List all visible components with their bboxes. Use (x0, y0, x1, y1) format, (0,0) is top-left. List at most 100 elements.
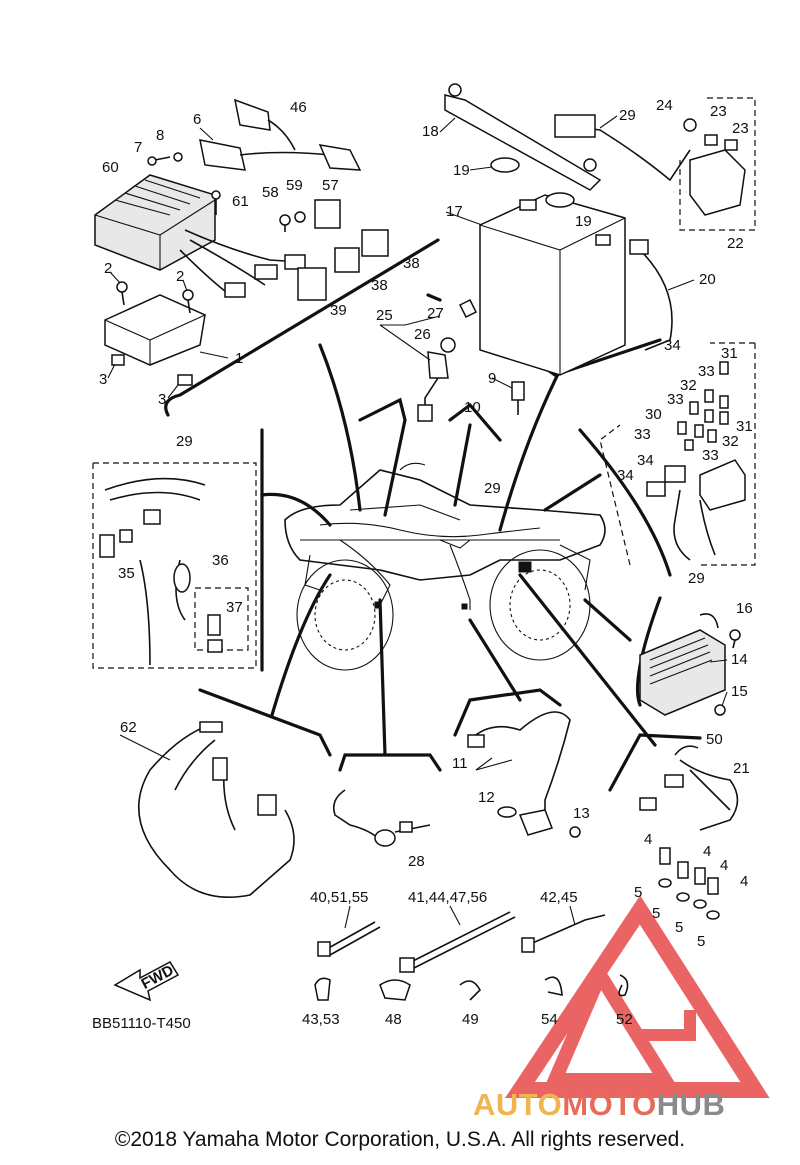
callout-22: 22 (727, 235, 744, 252)
callout-41-44-47-56: 41,44,47,56 (408, 889, 487, 906)
callout-11: 11 (452, 755, 468, 772)
main-switch (417, 298, 478, 422)
callout-4b: 4 (703, 843, 711, 860)
callout-37: 37 (226, 599, 243, 616)
callout-2b: 2 (176, 268, 184, 285)
copyright-notice: ©2018 Yamaha Motor Corporation, U.S.A. A… (114, 1128, 686, 1151)
callout-58: 58 (262, 184, 279, 201)
watermark-triangle-outer (505, 895, 770, 1098)
callout-32a: 32 (680, 377, 697, 394)
inset-parts (99, 477, 223, 666)
callout-25: 25 (376, 307, 393, 324)
watermark-hub: HUB (657, 1087, 726, 1122)
callout-42-45: 42,45 (540, 889, 578, 906)
callout-29c: 29 (484, 480, 501, 497)
watermark-auto: AUTO (473, 1087, 562, 1122)
callout-5b: 5 (652, 905, 660, 922)
callout-23b: 23 (732, 120, 749, 137)
diagram-code: BB51110-T450 (92, 1015, 191, 1032)
relay-bracket-1 (104, 294, 206, 386)
callout-31b: 31 (736, 418, 753, 435)
callout-31a: 31 (721, 345, 738, 362)
watermark-text: AUTOMOTOHUB (473, 1087, 725, 1122)
callout-4d: 4 (740, 873, 748, 890)
ignition-coil (199, 98, 362, 171)
fwd-label: FWD (138, 962, 176, 993)
rectifier-regulator (639, 613, 741, 716)
callout-5c: 5 (675, 919, 683, 936)
callout-2a: 2 (104, 260, 112, 277)
watermark-triangle-inner (544, 959, 678, 1087)
callout-34b: 34 (637, 452, 654, 469)
callout-40-51-55: 40,51,55 (310, 889, 368, 906)
callout-60: 60 (102, 159, 119, 176)
ecu-assembly (94, 174, 306, 298)
callout-5d: 5 (697, 933, 705, 950)
callout-17: 17 (446, 203, 463, 220)
callout-19a: 19 (453, 162, 470, 179)
callout-24: 24 (656, 97, 673, 114)
callout-7: 7 (134, 139, 142, 156)
callout-39: 39 (330, 302, 347, 319)
callout-36: 36 (212, 552, 229, 569)
fuse-box (646, 361, 746, 561)
callout-29a: 29 (619, 107, 636, 124)
callout-30: 30 (645, 406, 662, 423)
callout-1: 1 (235, 350, 243, 367)
callout-28: 28 (408, 853, 425, 870)
callout-32b: 32 (722, 433, 739, 450)
callout-48: 48 (385, 1011, 402, 1028)
label-ticks (107, 115, 728, 929)
callout-15: 15 (731, 683, 748, 700)
sensor-9 (511, 381, 525, 415)
callout-18: 18 (422, 123, 439, 140)
callout-4c: 4 (720, 857, 728, 874)
screws-top-left (116, 152, 306, 314)
callout-27: 27 (427, 305, 444, 322)
fwd-arrow-icon: FWD (113, 961, 180, 1002)
speed-sensor (467, 711, 581, 838)
callout-13: 13 (573, 805, 590, 822)
watermark-triangle-bar (640, 1010, 696, 1041)
dashed-groups (92, 97, 756, 669)
callout-35: 35 (118, 565, 135, 582)
battery-assembly (444, 83, 746, 376)
callout-43-53: 43,53 (302, 1011, 340, 1028)
sender-group (639, 745, 739, 920)
callout-3a: 3 (99, 371, 107, 388)
callout-4a: 4 (644, 831, 652, 848)
callout-38b: 38 (371, 277, 388, 294)
callout-52: 52 (616, 1011, 633, 1028)
callout-33a: 33 (698, 363, 715, 380)
svg-text:AUTOMOTOHUB: AUTOMOTOHUB (473, 1087, 725, 1122)
harness-62 (137, 721, 295, 898)
callout-23a: 23 (710, 103, 727, 120)
sensor-28 (332, 789, 431, 847)
callout-46: 46 (290, 99, 307, 116)
callout-62: 62 (120, 719, 137, 736)
callout-34c: 34 (617, 467, 634, 484)
callout-50: 50 (706, 731, 723, 748)
relays-mid (297, 199, 389, 301)
callout-33c: 33 (634, 426, 651, 443)
callout-5a: 5 (634, 884, 642, 901)
callout-12: 12 (478, 789, 495, 806)
callout-29d: 29 (688, 570, 705, 587)
callout-21: 21 (733, 760, 750, 777)
watermark-moto: MOTO (562, 1087, 656, 1122)
callout-33b: 33 (667, 391, 684, 408)
callout-29b: 29 (176, 433, 193, 450)
leader-lines (164, 238, 702, 792)
callout-26: 26 (414, 326, 431, 343)
ties-and-clamps (314, 911, 629, 1001)
callout-61: 61 (232, 193, 249, 210)
callout-labels: 1 2 2 3 3 4 4 4 4 5 5 5 5 6 7 8 9 10 11 … (99, 97, 753, 1028)
callout-3b: 3 (158, 391, 166, 408)
callout-6: 6 (193, 111, 201, 128)
callout-14: 14 (731, 651, 748, 668)
callout-49: 49 (462, 1011, 479, 1028)
callout-34a: 34 (664, 337, 681, 354)
watermark-logo (505, 895, 770, 1098)
callout-57: 57 (322, 177, 339, 194)
